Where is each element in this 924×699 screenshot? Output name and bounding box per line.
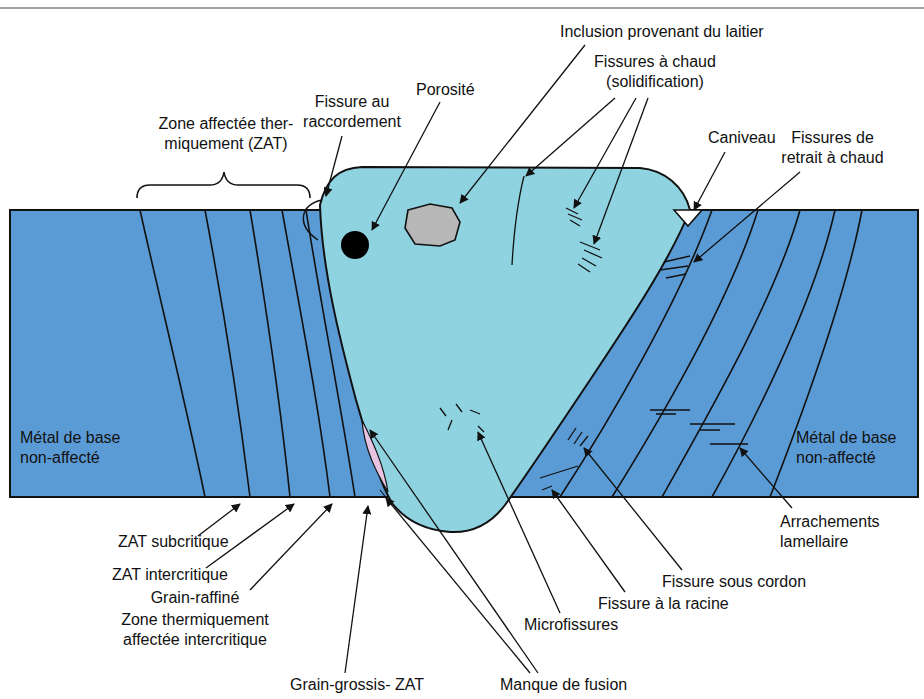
toe-crack (303, 200, 322, 240)
lack-of-fusion (362, 420, 388, 492)
callout-label: Fissure au raccordement (296, 92, 408, 132)
callout-label: Grain-grossis- ZAT (290, 675, 424, 695)
underbead-crack (568, 428, 588, 446)
undercut-notch (674, 210, 702, 226)
haz-line (250, 210, 290, 497)
leader-line (198, 504, 240, 536)
solidification-crack (512, 176, 524, 265)
callout-label: Arrachements lamellaire (780, 512, 895, 552)
callout-label: Microfissures (524, 615, 618, 635)
leader-line (694, 172, 800, 262)
callout-label: Zone thermiquement affectée intercritiqu… (105, 610, 285, 650)
leader-line (250, 504, 332, 590)
haz-bracket (137, 172, 310, 198)
haz-line (282, 210, 330, 497)
microcracks (440, 404, 484, 432)
leader-line (594, 98, 648, 244)
solidification-crack (566, 208, 582, 226)
root-crack (540, 466, 578, 490)
leader-line (478, 432, 560, 613)
leader-line (326, 136, 342, 196)
leader-line (584, 448, 682, 570)
haz-line (140, 210, 205, 497)
top-rule (0, 8, 924, 9)
porosity (341, 231, 369, 259)
weld-bead (320, 167, 690, 532)
callout-label: Métal de base non-affecté (20, 428, 140, 468)
haz-lines-left (140, 210, 355, 497)
leader-line (694, 152, 725, 210)
callout-label: Inclusion provenant du laitier (560, 22, 764, 42)
callout-label: Grain-raffiné (105, 588, 285, 608)
haz-line (205, 210, 250, 497)
callout-label: Fissure à la racine (598, 594, 729, 614)
leader-line (460, 45, 585, 203)
haz-line (662, 210, 800, 497)
callout-label: Manque de fusion (500, 675, 627, 695)
solidification-crack (578, 242, 602, 272)
callout-label: ZAT intercritique (112, 565, 228, 585)
leader-line (552, 490, 625, 592)
leader-line (345, 506, 368, 673)
callout-label: ZAT subcritique (118, 532, 229, 552)
callout-label: Porosité (416, 80, 475, 100)
lamellar-tears (650, 410, 748, 444)
callout-label: Métal de base non-affecté (796, 428, 916, 468)
callout-label: Fissures de retrait à chaud (770, 128, 895, 168)
leader-line (526, 98, 615, 176)
slag-inclusion (405, 204, 460, 246)
leader-line (386, 498, 530, 673)
callout-label: Fissures à chaud (solidification) (585, 52, 725, 92)
callout-label: Fissure sous cordon (662, 572, 806, 592)
leader-line (574, 98, 636, 208)
callout-label: Caniveau (708, 128, 776, 148)
shrinkage-crack (660, 256, 690, 278)
cracks (440, 176, 748, 490)
leader-line (370, 430, 538, 673)
leader-line (740, 448, 792, 508)
callout-label: Zone affectée ther- miquement (ZAT) (146, 114, 306, 154)
